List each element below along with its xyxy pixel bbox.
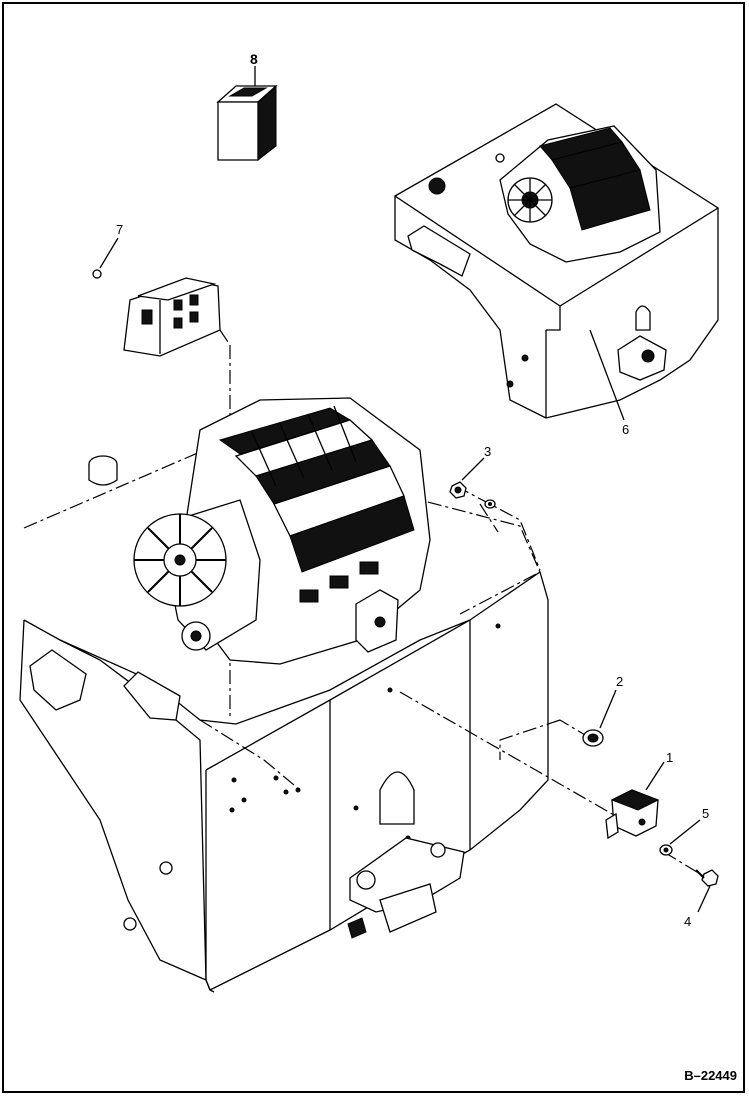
- callout-4: 4: [684, 914, 691, 929]
- main-engine: [88, 397, 431, 665]
- part-8-block: [216, 66, 278, 162]
- callout-7: 7: [116, 222, 123, 237]
- part-3-nut-washer: [449, 457, 496, 509]
- part-1-component: [605, 761, 665, 840]
- callout-8: 8: [250, 51, 258, 67]
- callout-3: 3: [484, 444, 491, 459]
- callout-6: 6: [622, 422, 629, 437]
- part-4-bolt: [695, 869, 719, 913]
- callout-1: 1: [666, 750, 673, 765]
- part-5-washer: [659, 819, 701, 856]
- callout-2: 2: [616, 674, 623, 689]
- callout-5: 5: [702, 806, 709, 821]
- part-6-engine-assembly-view: [393, 103, 720, 421]
- callout-labels: 1 2 3 4 5 6 7 8: [116, 51, 709, 929]
- figure-id-label: B–22449: [684, 1068, 737, 1083]
- main-chassis: [19, 451, 549, 993]
- part-2-bushing: [582, 689, 617, 747]
